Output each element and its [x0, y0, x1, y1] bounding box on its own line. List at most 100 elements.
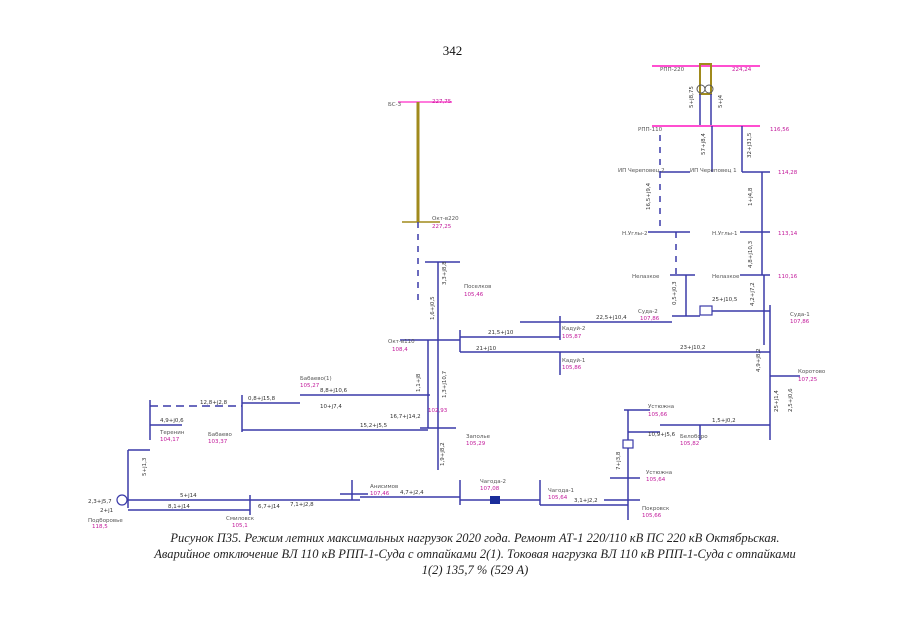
flow-label: 5+j1,3: [142, 457, 148, 476]
node-voltage: 105,66: [648, 412, 668, 418]
node-voltage: 107,08: [480, 486, 500, 492]
flow-label: 7,1+j2,8: [290, 502, 314, 508]
node-voltage: 105,87: [562, 334, 582, 340]
flow-label: 23+j10,2: [680, 345, 705, 351]
node-voltage: 227,25: [432, 224, 452, 230]
breaker-icon: [490, 496, 500, 504]
node-voltage: 105,66: [642, 513, 662, 519]
flow-label: 8,1+j14: [168, 504, 190, 510]
korotovo-area: 4,9+j8,2 Коротово 107,25 25+j1,4 2,5+j0,…: [660, 338, 826, 447]
bs3-okt220-line: БС-3 227,75 Окт-в220 227,25: [388, 99, 459, 300]
node-voltage: 102,93: [428, 408, 448, 414]
node-voltage: 105,82: [680, 441, 699, 447]
node-name: Подборовье: [88, 518, 123, 524]
flow-label: 5+j14: [180, 493, 197, 499]
flow-label: 15,2+j5,5: [360, 423, 388, 429]
autotransformer-icon: [699, 63, 712, 95]
node-name: Нелазкое: [712, 274, 740, 280]
flow-label: 4,9+j0,6: [160, 418, 184, 424]
suda-kaduy-lines: 22,5+j10,4 Кадуй-2 105,87 21,5+j10 21+j1…: [460, 315, 770, 375]
switch-icon: [699, 305, 713, 316]
cherepovets-column: ИП Череповец 2 ИП Череповец 1 114,28 16,…: [618, 168, 798, 345]
node-voltage: 105,27: [300, 383, 320, 389]
node-name: Окт-в110: [388, 339, 415, 345]
node-name: Устюжна: [646, 470, 672, 476]
flow-label: 1+j4,8: [748, 187, 754, 206]
flow-label: 1,1+j8: [416, 373, 422, 392]
flow-label: 12,8+j2,8: [200, 400, 228, 406]
node-voltage: 105,29: [466, 441, 486, 447]
node-name: Чагода-1: [548, 488, 574, 494]
oktyabrskaya-110-area: Окт-в110 108,4 3,3+j8,8 1,6+j0,5 Поселко…: [388, 261, 491, 470]
node-name: РПП-110: [638, 127, 663, 133]
node-name: Н.Углы-2: [622, 231, 647, 237]
node-name: Белоборо: [680, 434, 708, 440]
flow-label: 16,5+j9,4: [646, 182, 652, 210]
node-voltage: 104,17: [160, 437, 180, 443]
node-voltage: 105,64: [646, 477, 666, 483]
node-name: Чагода-2: [480, 479, 506, 485]
rpp-110-area: РПП-110 116,56 57+j8,4 32+j31,5: [638, 125, 790, 172]
node-name: Покровск: [642, 506, 670, 512]
node-voltage: 107,46: [370, 491, 390, 497]
flow-label: 10,9+j5,6: [648, 432, 676, 438]
flow-label: 21+j10: [476, 346, 497, 352]
node-voltage: 113,14: [778, 231, 798, 237]
generator-icon: [116, 494, 128, 506]
flow-label: 21,5+j10: [488, 330, 514, 336]
node-name: Суда-2: [638, 309, 658, 315]
node-name: Теренин: [159, 430, 185, 436]
node-voltage: 114,28: [778, 170, 798, 176]
node-voltage: 118,5: [92, 524, 108, 530]
rpp-220-area: РПП-220 224,24 5+j8,75 5+j4: [652, 63, 760, 126]
node-name: Бабаево(1): [300, 376, 332, 382]
ustyuzhna-column: Устюжна 105,66 10,9+j5,6 7+j3,8 Устюжна …: [604, 404, 676, 520]
flow-label: 25+j10,5: [712, 297, 738, 303]
node-name: Устюжна: [648, 404, 674, 410]
page-number: 342: [442, 43, 463, 58]
flow-label: 22,5+j10,4: [596, 315, 627, 321]
node-voltage: 103,37: [208, 439, 228, 445]
flow-label: 1,3+j10,7: [442, 370, 448, 398]
node-name: БС-3: [388, 102, 402, 108]
switch-icon: [622, 439, 634, 449]
flow-label: 7+j3,8: [616, 451, 622, 470]
node-name: Заполье: [466, 434, 491, 440]
node-voltage: 107,86: [640, 316, 660, 322]
flow-label: 8,8+j10,6: [320, 388, 348, 394]
bottom-line: 5+j1,3 2,3+j5,7 2+j1 Подборовье 118,5 5+…: [88, 449, 628, 530]
node-voltage: 227,75: [432, 99, 452, 105]
flow-label: 32+j31,5: [747, 132, 753, 158]
node-voltage: 224,24: [732, 67, 752, 73]
node-voltage: 108,4: [392, 347, 408, 353]
node-name: Нелазкое: [632, 274, 660, 280]
node-name: Н.Углы-1: [712, 231, 737, 237]
flow-label: 4,7+j2,4: [400, 490, 424, 496]
node-name: ИП Череповец 1: [690, 168, 737, 174]
babaevo-area: Бабаево(1) 105,27 8,8+j10,6 10+j7,4 16,7…: [149, 376, 428, 445]
flow-label: 1,6+j0,5: [430, 296, 436, 320]
flow-label: 6,7+j14: [258, 504, 280, 510]
node-name: Поселков: [464, 284, 491, 290]
flow-label: 2,3+j5,7: [88, 499, 112, 505]
node-voltage: 107,25: [798, 377, 818, 383]
figure-caption: Рисунок П35. Режим летних максимальных н…: [90, 530, 860, 578]
caption-line-3: 1(2) 135,7 % (529 А): [421, 563, 529, 577]
flow-label: 57+j8,4: [701, 133, 707, 155]
flow-label: 4,8+j10,3: [748, 240, 754, 268]
node-name: Кадуй-1: [562, 357, 585, 364]
flow-label: 2+j1: [100, 508, 113, 514]
node-voltage: 105,1: [232, 523, 248, 529]
node-name: Коротово: [798, 369, 826, 375]
flow-label: 16,7+j14,2: [390, 414, 421, 420]
flow-label: 4,9+j8,2: [756, 348, 762, 372]
node-voltage: 110,16: [778, 274, 798, 280]
node-voltage: 105,64: [548, 495, 568, 501]
node-voltage: 105,86: [562, 365, 582, 371]
flow-label: 3,3+j8,8: [442, 261, 448, 285]
flow-label: 3,1+j2,2: [574, 498, 598, 504]
node-name: ИП Череповец 2: [618, 168, 665, 174]
suda-area: 25+j10,5 Суда-2 107,86 Суда-1 107,86: [638, 297, 810, 338]
flow-label: 10+j7,4: [320, 404, 342, 410]
node-name: Окт-в220: [432, 216, 459, 222]
